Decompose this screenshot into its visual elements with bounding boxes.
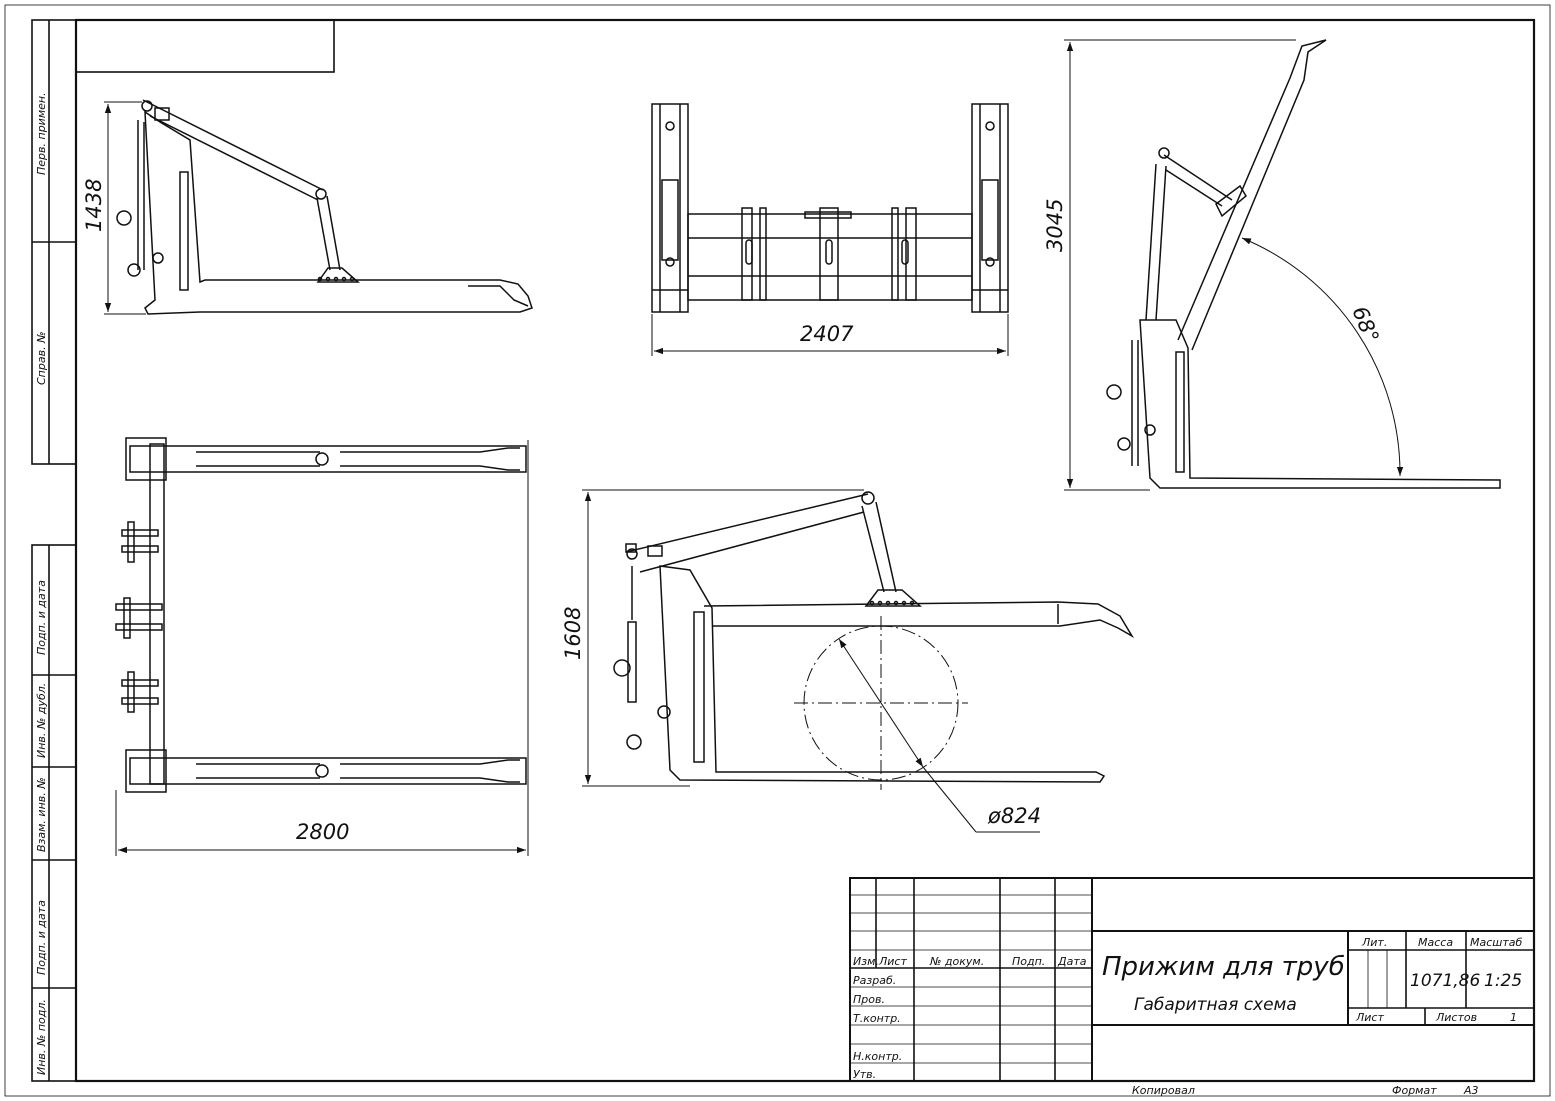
col-doc-no: № докум. [929, 955, 984, 968]
dim-label-1608: 1608 [561, 607, 585, 660]
scale-value: 1:25 [1484, 971, 1522, 991]
col-list: Лист [878, 955, 907, 968]
role-developed: Разраб. [853, 974, 896, 987]
lit-label: Лит. [1361, 936, 1387, 949]
raised-view [1106, 39, 1501, 489]
sheet-label: Лист [1355, 1011, 1384, 1024]
front-view [651, 103, 1009, 313]
dim-open-height [582, 489, 864, 787]
side-stamp-label: Подп. и дата [35, 900, 48, 975]
dim-label-diameter: ø824 [987, 804, 1041, 828]
pipe-circle [794, 616, 1040, 833]
side-stamp-label: Взам. инв. № [35, 777, 48, 852]
col-date: Дата [1057, 955, 1087, 968]
dim-raised-height [1064, 39, 1296, 491]
dim-front-width [651, 314, 1009, 356]
dim-top-width [115, 440, 529, 856]
side-stamp-label: Справ. № [35, 331, 48, 385]
side-stamp-strip [31, 19, 77, 1082]
dim-side-height [104, 101, 146, 315]
sheets-label: Листов [1435, 1011, 1477, 1024]
dim-label-3045: 3045 [1043, 199, 1067, 252]
top-view [115, 437, 527, 793]
role-checked: Пров. [853, 993, 885, 1006]
scale-label: Масштаб [1470, 936, 1522, 949]
footer-format-value: А3 [1463, 1084, 1479, 1097]
dim-label-angle: 68° [1347, 303, 1383, 347]
side-stamp-label: Перв. примен. [35, 92, 48, 175]
side-stamp-label: Инв. № подл. [35, 999, 48, 1075]
side-stamp-label: Инв. № дубл. [35, 683, 48, 758]
sheet-frame [4, 4, 1551, 1097]
role-norm-control: Н.контр. [853, 1050, 902, 1063]
role-tech-control: Т.контр. [853, 1012, 901, 1025]
footer-format-label: Формат [1392, 1084, 1437, 1097]
drawing-title: Прижим для труб [1102, 952, 1345, 982]
mass-value: 1071,86 [1410, 971, 1480, 991]
side-view-closed [116, 99, 533, 315]
dim-label-2407: 2407 [800, 322, 854, 346]
drawing-subtitle: Габаритная схема [1134, 995, 1297, 1015]
role-approved: Утв. [853, 1068, 876, 1081]
side-view-open [613, 491, 1135, 783]
dim-angle-arc [1241, 237, 1404, 477]
dim-label-2800: 2800 [296, 820, 349, 844]
col-sign: Подп. [1012, 955, 1045, 968]
mass-label: Масса [1418, 936, 1453, 949]
title-block-text: Изм. Лист № докум. Подп. Дата Разраб. Пр… [853, 936, 1522, 1081]
title-block [849, 877, 1535, 1082]
side-stamp-labels: Перв. примен. Справ. № Подп. и дата Инв.… [35, 92, 48, 1075]
footer-copied: Копировал [1132, 1084, 1195, 1097]
col-izm: Изм. [853, 955, 879, 968]
side-stamp-label: Подп. и дата [35, 580, 48, 655]
dim-label-1438: 1438 [82, 179, 106, 232]
sheets-value: 1 [1510, 1011, 1517, 1024]
